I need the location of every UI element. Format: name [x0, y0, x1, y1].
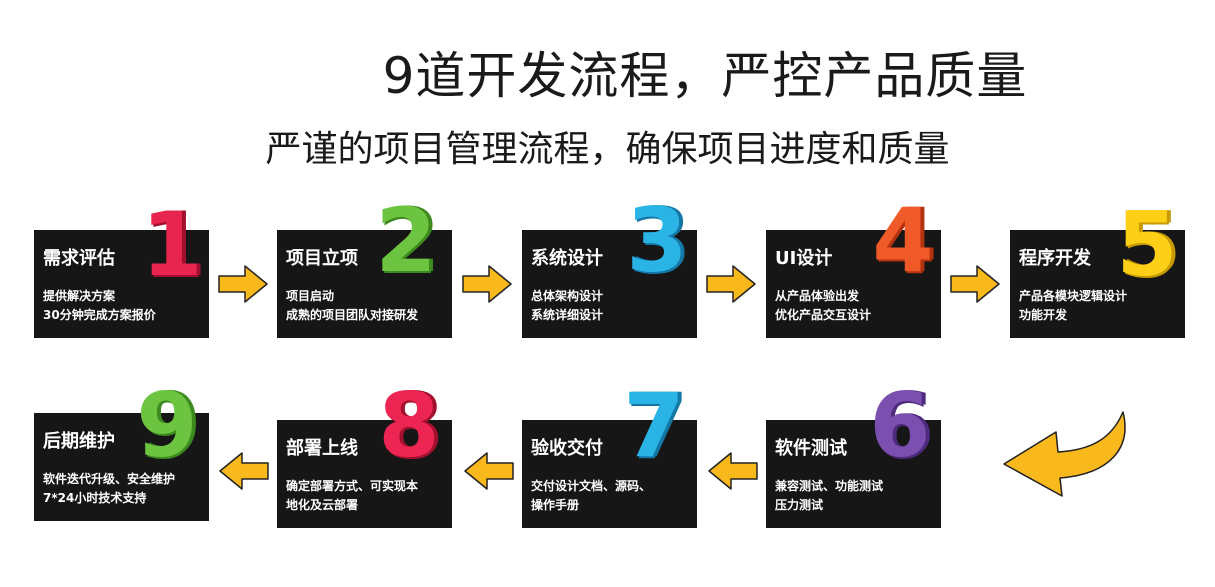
step-name: 项目立项 — [286, 248, 358, 269]
arrow-left-icon — [219, 452, 269, 490]
step-name: 部署上线 — [286, 438, 358, 459]
subtitle: 严谨的项目管理流程，确保项目进度和质量 — [265, 129, 950, 170]
step-desc-line: 总体架构设计 — [531, 289, 604, 303]
step-desc-line: 优化产品交互设计 — [775, 308, 872, 322]
step-desc-line: 30分钟完成方案报价 — [43, 308, 156, 322]
step-desc-line: 从产品体验出发 — [775, 289, 860, 303]
step-name: 程序开发 — [1019, 248, 1091, 269]
curved-arrow-icon — [1003, 411, 1126, 497]
step-box-9: 后期维护 软件迭代升级、安全维护 7*24小时技术支持 — [34, 413, 209, 521]
step-box-3: 系统设计 总体架构设计 系统详细设计 — [522, 230, 697, 338]
step-desc-line: 操作手册 — [531, 498, 580, 512]
step-box-7: 验收交付 交付设计文档、源码、 操作手册 — [522, 420, 697, 528]
step-desc-line: 软件迭代升级、安全维护 — [43, 472, 176, 486]
arrow-right-icon — [462, 265, 512, 303]
step-desc-line: 项目启动 — [286, 289, 335, 303]
step-desc-line: 兼容测试、功能测试 — [775, 479, 884, 493]
step-box-2: 项目立项 项目启动 成熟的项目团队对接研发 — [277, 230, 452, 338]
step-desc-line: 压力测试 — [775, 498, 824, 512]
step-desc: 从产品体验出发 优化产品交互设计 — [775, 287, 871, 325]
step-number-6: 6 — [869, 374, 931, 477]
step-desc-line: 提供解决方案 — [43, 289, 116, 303]
step-desc: 软件迭代升级、安全维护 7*24小时技术支持 — [43, 470, 175, 508]
step-desc-line: 地化及云部署 — [286, 498, 359, 512]
step-desc: 总体架构设计 系统详细设计 — [531, 287, 603, 325]
step-desc-line: 成熟的项目团队对接研发 — [286, 308, 419, 322]
step-box-1: 需求评估 提供解决方案 30分钟完成方案报价 — [34, 230, 209, 338]
step-name: UI设计 — [775, 248, 833, 269]
arrow-left-icon — [708, 452, 758, 490]
arrow-left-icon — [464, 452, 514, 490]
step-number-1: 1 — [141, 193, 203, 296]
step-desc: 产品各模块逻辑设计 功能开发 — [1019, 287, 1127, 325]
step-desc-line: 功能开发 — [1019, 308, 1068, 322]
step-desc-line: 交付设计文档、源码、 — [531, 479, 652, 493]
step-desc-line: 确定部署方式、可实现本 — [286, 479, 419, 493]
step-desc: 确定部署方式、可实现本 地化及云部署 — [286, 477, 418, 515]
step-name: 验收交付 — [531, 438, 603, 459]
step-number-9: 9 — [136, 374, 198, 477]
step-desc: 兼容测试、功能测试 压力测试 — [775, 477, 883, 515]
step-desc: 项目启动 成熟的项目团队对接研发 — [286, 287, 418, 325]
step-number-7: 7 — [623, 374, 685, 477]
main-title: 9道开发流程，严控产品质量 — [382, 47, 1028, 105]
step-desc-line: 7*24小时技术支持 — [43, 491, 147, 505]
step-desc-line: 产品各模块逻辑设计 — [1019, 289, 1128, 303]
step-name: 后期维护 — [43, 431, 115, 452]
step-name: 系统设计 — [531, 248, 603, 269]
step-number-8: 8 — [378, 374, 440, 477]
step-number-5: 5 — [1116, 193, 1178, 296]
arrow-right-icon — [218, 265, 268, 303]
step-number-2: 2 — [375, 189, 437, 292]
step-name: 软件测试 — [775, 438, 847, 459]
step-box-6: 软件测试 兼容测试、功能测试 压力测试 — [766, 420, 941, 528]
step-number-4: 4 — [872, 189, 934, 292]
step-box-5: 程序开发 产品各模块逻辑设计 功能开发 — [1010, 230, 1185, 338]
step-desc: 提供解决方案 30分钟完成方案报价 — [43, 287, 156, 325]
step-box-8: 部署上线 确定部署方式、可实现本 地化及云部署 — [277, 420, 452, 528]
step-box-4: UI设计 从产品体验出发 优化产品交互设计 — [766, 230, 941, 338]
step-desc-line: 系统详细设计 — [531, 308, 604, 322]
step-desc: 交付设计文档、源码、 操作手册 — [531, 477, 651, 515]
arrow-right-icon — [950, 265, 1000, 303]
step-number-3: 3 — [626, 189, 688, 292]
arrow-right-icon — [706, 265, 756, 303]
step-name: 需求评估 — [43, 248, 115, 269]
